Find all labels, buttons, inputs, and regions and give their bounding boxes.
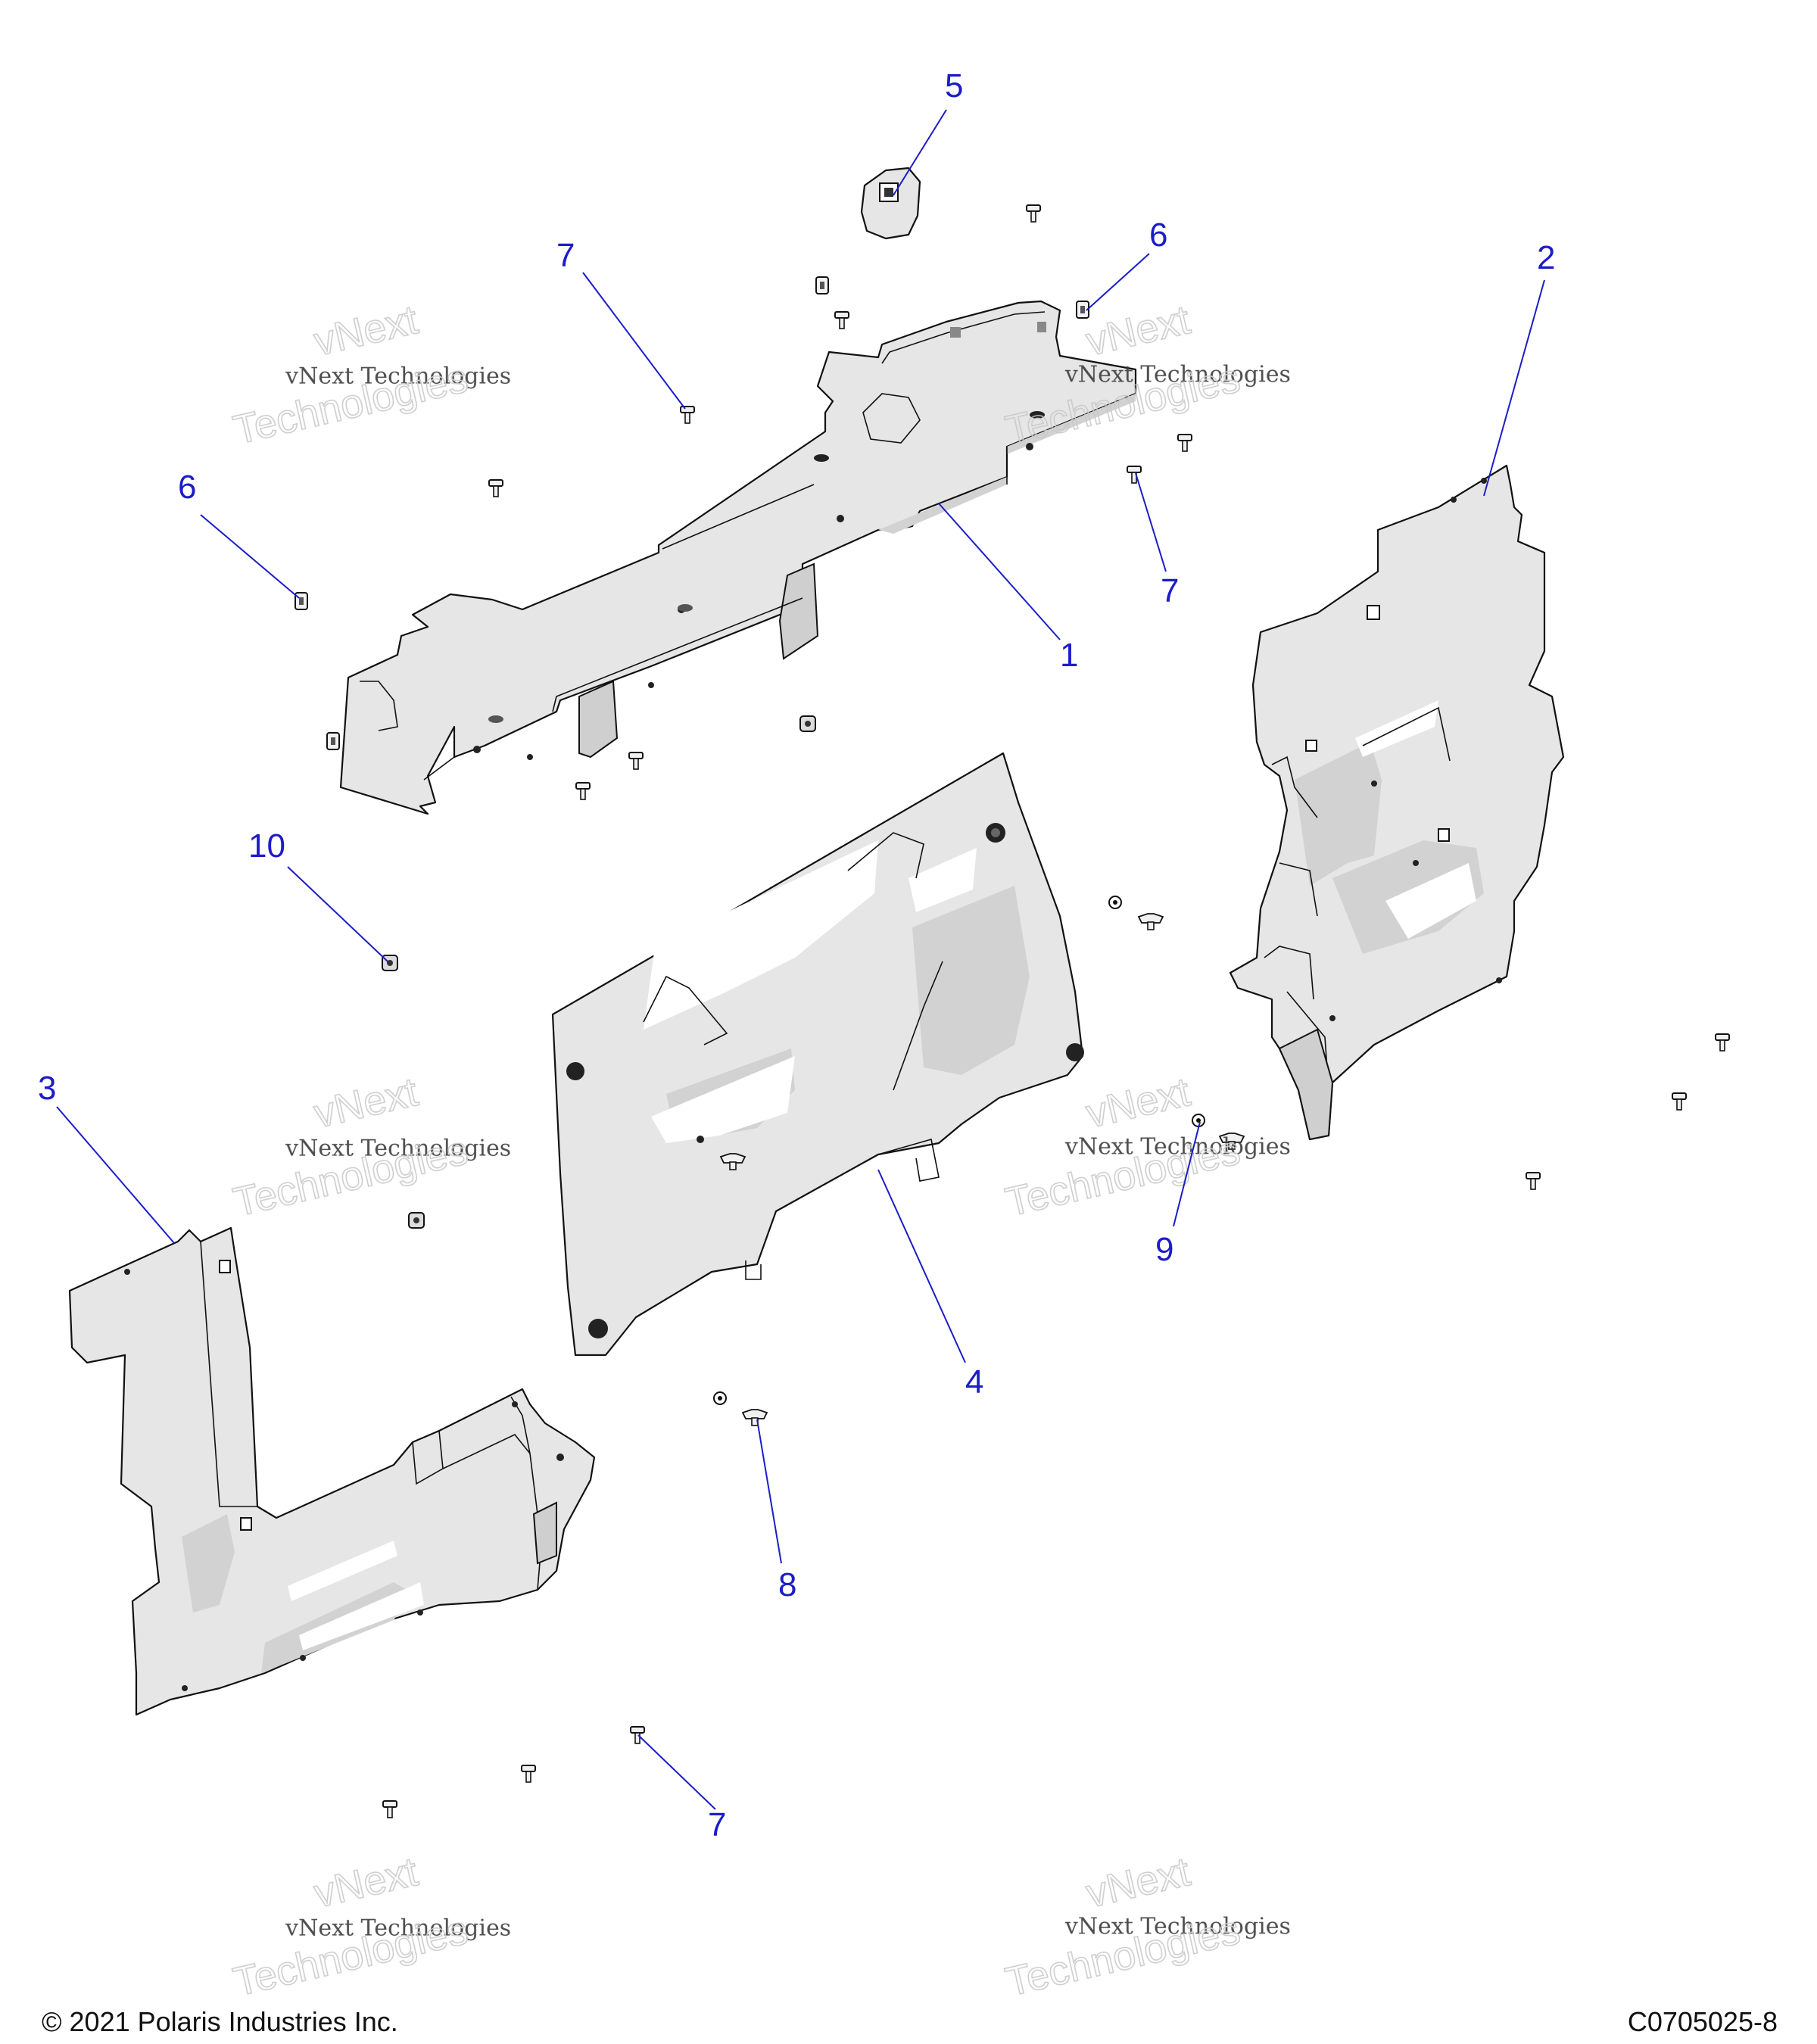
svg-text:vNext Technologies: vNext Technologies <box>285 1136 511 1162</box>
watermark-middle-left: vNext vNext Technologies Technologies <box>229 1068 511 1226</box>
svg-text:vNext: vNext <box>1082 1849 1194 1917</box>
svg-text:vNext: vNext <box>1082 1069 1194 1137</box>
leader-7-right <box>1135 472 1167 572</box>
callout-7-top: 7 <box>556 237 575 274</box>
svg-text:vNext Technologies: vNext Technologies <box>285 363 511 390</box>
callout-3: 3 <box>38 1070 56 1107</box>
callouts: 5 6 7 2 6 7 1 10 3 9 4 8 7 <box>38 67 1555 1843</box>
leader-6-right <box>1086 253 1150 311</box>
callout-1: 1 <box>1060 637 1078 674</box>
watermark-top-left: vNext vNext Technologies Technologies <box>229 296 511 453</box>
callout-2: 2 <box>1537 239 1555 276</box>
callout-8: 8 <box>778 1566 796 1603</box>
svg-text:vNext Technologies: vNext Technologies <box>285 1915 511 1942</box>
part-1-upper-bracket <box>339 300 1137 815</box>
diagram-code: C0705025-8 <box>1627 2006 1778 2037</box>
leader-3 <box>56 1106 175 1244</box>
part-3-left-lower-panel <box>68 1226 596 1716</box>
svg-text:vNext Technologies: vNext Technologies <box>1064 361 1291 388</box>
callout-6-left: 6 <box>178 469 196 506</box>
leader-1 <box>938 503 1061 640</box>
leader-9 <box>1173 1121 1201 1227</box>
svg-text:vNext Technologies: vNext Technologies <box>1064 1913 1291 1940</box>
leader-10 <box>287 866 388 962</box>
leader-5 <box>893 109 947 196</box>
callout-10: 10 <box>248 827 285 865</box>
leader-7-bottom <box>637 1734 716 1810</box>
callout-9: 9 <box>1155 1231 1173 1268</box>
callout-7-bottom: 7 <box>708 1806 726 1843</box>
svg-text:vNext: vNext <box>310 1069 422 1137</box>
leader-2 <box>1483 279 1545 497</box>
leader-7-top <box>582 272 686 410</box>
svg-text:vNext Technologies: vNext Technologies <box>1064 1133 1291 1160</box>
part-2-right-side-panel <box>1229 464 1565 1141</box>
watermark-bottom-right: vNext vNext Technologies Technologies <box>1001 1848 1291 2005</box>
leader-lines <box>56 109 1545 1810</box>
svg-text:vNext: vNext <box>310 1849 422 1917</box>
callout-5: 5 <box>945 67 963 104</box>
leader-4 <box>877 1169 966 1363</box>
part-5-switch-housing <box>860 167 921 240</box>
callout-4: 4 <box>965 1363 983 1401</box>
svg-text:vNext: vNext <box>1082 297 1194 365</box>
leader-6-left <box>200 514 300 599</box>
leader-8 <box>756 1419 782 1564</box>
svg-text:vNext: vNext <box>310 297 422 365</box>
part-4-center-panel <box>551 752 1084 1357</box>
callout-6-right: 6 <box>1149 217 1167 254</box>
copyright-text: © 2021 Polaris Industries Inc. <box>42 2006 398 2037</box>
watermark-bottom-left: vNext vNext Technologies Technologies <box>229 1848 511 2005</box>
callout-7-right: 7 <box>1161 572 1179 609</box>
